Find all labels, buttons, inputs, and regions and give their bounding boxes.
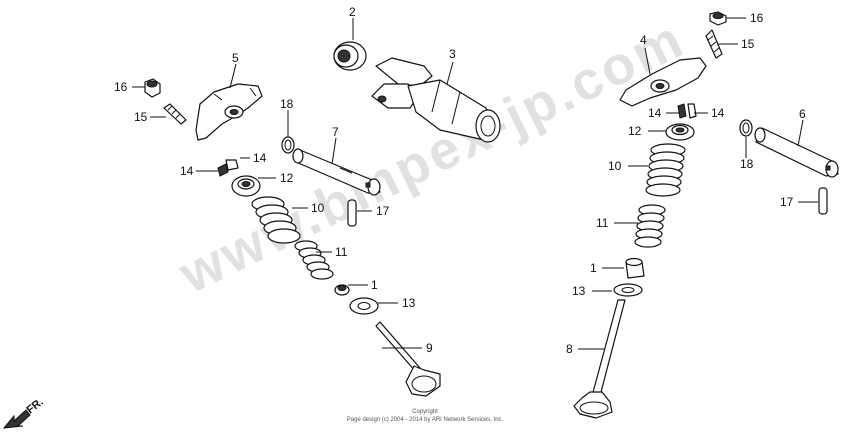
label-14-left-a: 14 <box>180 164 194 178</box>
copyright-title: Copyright <box>412 409 438 415</box>
part-11-inner-spring-left[interactable] <box>294 240 334 280</box>
label-14-left-b: 14 <box>253 151 267 165</box>
part-10-outer-spring-right[interactable] <box>645 143 686 197</box>
part-8-valve-right[interactable] <box>573 299 626 419</box>
label-12-left: 12 <box>280 171 294 185</box>
label-9: 9 <box>426 341 433 355</box>
leader-lines <box>132 17 818 350</box>
label-17-left: 17 <box>376 204 390 218</box>
part-10-outer-spring-left[interactable] <box>251 196 301 244</box>
label-18-right: 18 <box>740 157 754 171</box>
part-12-retainer-left[interactable] <box>231 175 261 197</box>
label-1-left: 1 <box>371 278 378 292</box>
part-6-rocker-shaft[interactable] <box>754 127 839 178</box>
label-16-left: 16 <box>114 80 128 94</box>
label-5-left: 5 <box>232 51 239 65</box>
label-8: 8 <box>566 342 573 356</box>
part-18-oring-left[interactable] <box>281 136 295 154</box>
front-arrow-icon <box>2 409 31 429</box>
part-labels: 2 3 5 16 15 18 7 14 14 12 10 17 11 1 13 … <box>114 5 806 356</box>
label-18-left: 18 <box>280 97 294 111</box>
label-10-right: 10 <box>608 159 622 173</box>
part-7-rocker-shaft[interactable] <box>292 148 381 196</box>
part-16-nut-right[interactable] <box>709 11 727 26</box>
label-14-right-b: 14 <box>711 106 725 120</box>
part-14-cotters-right[interactable] <box>677 103 697 119</box>
part-4-rocker-arm-right[interactable] <box>619 57 707 107</box>
part-2-oil-seal[interactable] <box>333 41 367 71</box>
copyright-line: Page design (c) 2004 - 2014 by ARI Netwo… <box>346 417 504 423</box>
label-6: 6 <box>799 107 806 121</box>
label-17-right: 17 <box>780 195 794 209</box>
label-11-left: 11 <box>335 245 348 259</box>
part-18-oring-right[interactable] <box>739 119 753 137</box>
part-3-camshaft[interactable] <box>371 57 501 143</box>
part-11-inner-spring-right[interactable] <box>634 204 666 248</box>
part-5-rocker-arm-left[interactable] <box>195 83 263 141</box>
part-14-cotters-left[interactable] <box>217 159 239 177</box>
label-3: 3 <box>449 47 456 61</box>
part-13-spring-seat-right[interactable] <box>613 283 643 297</box>
label-4: 4 <box>640 33 647 47</box>
part-1-stem-seal-right[interactable] <box>625 257 645 279</box>
label-14-right-a: 14 <box>648 106 662 120</box>
label-15-left: 15 <box>134 110 148 124</box>
part-13-spring-seat-left[interactable] <box>349 297 379 315</box>
part-15-screw-right[interactable] <box>705 29 723 59</box>
part-15-screw-left[interactable] <box>163 103 187 125</box>
part-12-retainer-right[interactable] <box>665 123 695 141</box>
label-16-right: 16 <box>750 11 764 25</box>
part-17-dowel-left[interactable] <box>347 199 357 227</box>
label-11-right: 11 <box>596 216 609 230</box>
part-1-stem-seal-left[interactable] <box>334 284 350 296</box>
label-13-right: 13 <box>572 284 586 298</box>
label-10-left: 10 <box>311 201 325 215</box>
label-12-right: 12 <box>628 124 642 138</box>
part-16-nut-left[interactable] <box>144 78 161 98</box>
part-17-dowel-right[interactable] <box>818 187 828 215</box>
label-2: 2 <box>349 5 356 19</box>
label-1-right: 1 <box>590 261 597 275</box>
label-7: 7 <box>332 125 339 139</box>
part-9-valve-left[interactable] <box>375 321 441 397</box>
label-13-left: 13 <box>402 296 416 310</box>
label-15-right: 15 <box>741 37 755 51</box>
